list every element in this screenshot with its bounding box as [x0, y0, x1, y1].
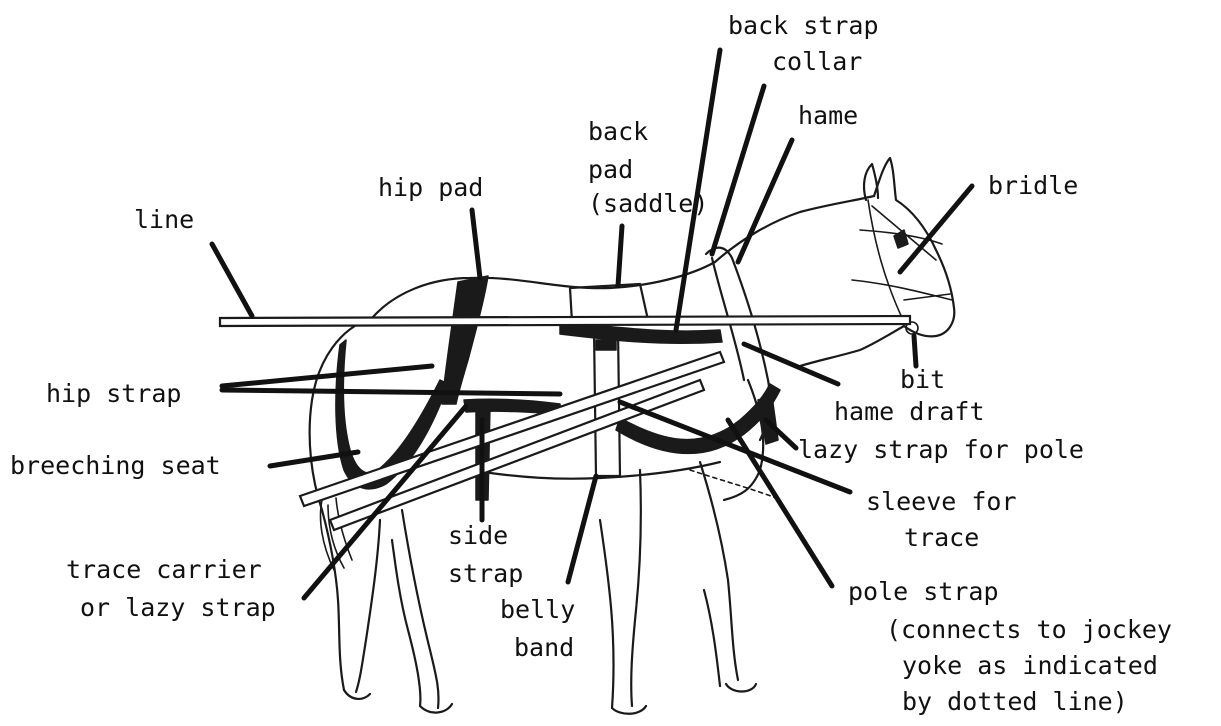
- leader-collar: [712, 86, 764, 254]
- label-pole-strap-line4: by dotted line): [902, 687, 1128, 716]
- leader-hip-strap-2: [222, 390, 560, 394]
- pole-shaft-upper: [300, 352, 724, 506]
- label-side-line1: side: [448, 521, 508, 550]
- driving-line: [220, 316, 910, 326]
- horse-front-leg-2: [700, 462, 756, 692]
- horse-ear: [864, 164, 878, 200]
- leader-back-pad: [618, 226, 622, 286]
- pole-strap-dark: [616, 384, 780, 453]
- label-hip-pad: hip pad: [378, 173, 483, 202]
- horse-hind-leg-2: [392, 510, 452, 713]
- leader-hame: [738, 140, 792, 262]
- horse-neck-outline: [715, 196, 874, 262]
- horse-front-leg-1: [600, 470, 646, 714]
- belly-band-buckle: [596, 340, 616, 350]
- horse-back-outline: [372, 262, 715, 318]
- label-bridle: bridle: [988, 171, 1078, 200]
- label-lazy-strap-pole: lazy strap for pole: [798, 435, 1084, 464]
- horse-jaw-outline: [800, 326, 904, 366]
- label-line: line: [134, 205, 194, 234]
- label-sleeve-line2: trace: [904, 523, 979, 552]
- leader-belly-band: [568, 476, 596, 582]
- label-collar: collar: [772, 47, 862, 76]
- label-hame: hame: [798, 101, 858, 130]
- label-trace-carrier-line2: or lazy strap: [80, 593, 276, 622]
- labels: back strap collar hame back pad (saddle)…: [10, 11, 1172, 716]
- hip-pad-strap: [442, 276, 488, 404]
- horse-eye: [894, 230, 908, 248]
- label-pole-strap-line3: yoke as indicated: [902, 651, 1158, 680]
- horse-head-outline: [874, 158, 954, 336]
- label-side-line2: strap: [448, 559, 523, 588]
- label-back-strap: back strap: [728, 11, 879, 40]
- label-breeching-seat: breeching seat: [10, 451, 221, 480]
- label-sleeve-line1: sleeve for: [866, 487, 1017, 516]
- bridle-straps: [852, 200, 952, 322]
- label-back-pad-line2: pad: [588, 155, 633, 184]
- leader-hip-pad: [472, 210, 480, 278]
- leader-trace-carrier: [304, 406, 466, 598]
- label-hame-draft: hame draft: [834, 397, 985, 426]
- label-pole-strap-line1: pole strap: [848, 577, 999, 606]
- label-trace-carrier-line1: trace carrier: [66, 555, 262, 584]
- lines-and-poles: [220, 316, 910, 530]
- label-pole-strap-line2: (connects to jockey: [886, 615, 1172, 644]
- label-back-pad-line1: back: [588, 117, 648, 146]
- label-belly-line2: band: [514, 633, 574, 662]
- leader-line: [212, 244, 252, 316]
- leader-bit: [914, 336, 916, 366]
- leader-hame-draft: [744, 344, 838, 384]
- label-back-pad-line3: (saddle): [588, 189, 708, 218]
- leader-hip-strap-1: [222, 366, 432, 386]
- label-hip-strap: hip strap: [46, 379, 181, 408]
- label-belly-line1: belly: [500, 595, 575, 624]
- label-bit: bit: [900, 365, 945, 394]
